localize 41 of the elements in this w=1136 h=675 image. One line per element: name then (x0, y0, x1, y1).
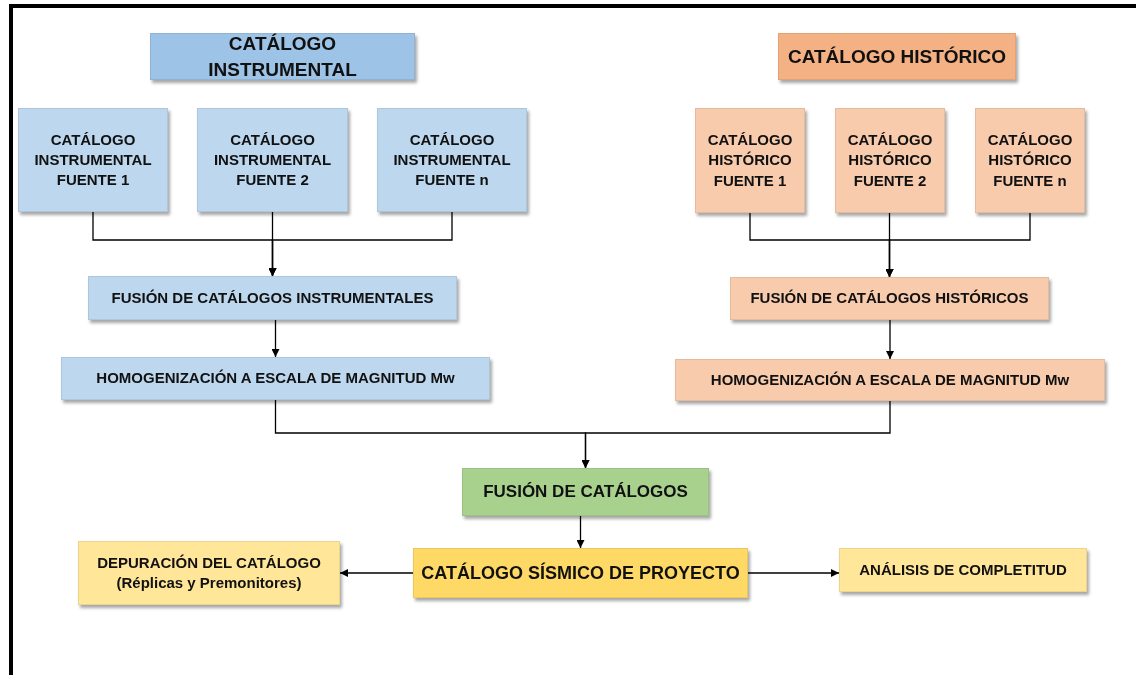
arrow (268, 211, 453, 277)
source-box (197, 108, 348, 212)
arrow (271, 319, 280, 358)
arrow (581, 400, 891, 469)
source-box (377, 108, 527, 212)
source-box (975, 108, 1085, 213)
arrow (885, 212, 1031, 278)
box-label: CATÁLOGO HISTÓRICO FUENTE n (986, 130, 1074, 191)
box-label: CATÁLOGO HISTÓRICO FUENTE 1 (706, 130, 794, 191)
box-label: CATÁLOGO HISTÓRICO (787, 44, 1007, 69)
process-box (88, 276, 457, 320)
process-box (675, 359, 1105, 401)
result-box (78, 541, 340, 605)
source-box (18, 108, 168, 212)
arrow (886, 319, 894, 360)
box-label: FUSIÓN DE CATÁLOGOS (483, 480, 688, 503)
box-label: ANÁLISIS DE COMPLETITUD (859, 559, 1067, 580)
box-label: HOMOGENIZACIÓN A ESCALA DE MAGNITUD Mw (710, 369, 1070, 390)
box-label: CATÁLOGO INSTRUMENTAL FUENTE 1 (33, 129, 153, 191)
source-box (695, 108, 805, 213)
box-label: FUSIÓN DE CATÁLOGOS HISTÓRICOS (750, 288, 1029, 309)
box-label: HOMOGENIZACIÓN A ESCALA DE MAGNITUD Mw (96, 368, 455, 389)
process-box (462, 468, 709, 516)
result-box (839, 548, 1087, 592)
box-label: CATÁLOGO INSTRUMENTAL FUENTE n (392, 129, 512, 191)
header-box (778, 33, 1016, 80)
box-label: CATÁLOGO INSTRUMENTAL FUENTE 2 (212, 129, 333, 191)
box-label: CATÁLOGO SÍSMICO DE PROYECTO (421, 561, 740, 585)
source-box (835, 108, 945, 213)
box-label: CATÁLOGO INSTRUMENTAL (207, 31, 358, 82)
box-sublabel: (Réplicas y Premonitores) (116, 573, 302, 593)
box-label: CATÁLOGO HISTÓRICO FUENTE 2 (846, 130, 934, 191)
arrow (339, 569, 414, 577)
process-box (730, 277, 1049, 320)
box-label: FUSIÓN DE CATÁLOGOS INSTRUMENTALES (111, 287, 434, 308)
result-box (413, 548, 748, 598)
header-box (150, 33, 415, 80)
process-box (61, 357, 490, 400)
arrow (747, 569, 840, 577)
box-label: DEPURACIÓN DEL CATÁLOGO (97, 552, 321, 573)
arrow (576, 515, 585, 549)
